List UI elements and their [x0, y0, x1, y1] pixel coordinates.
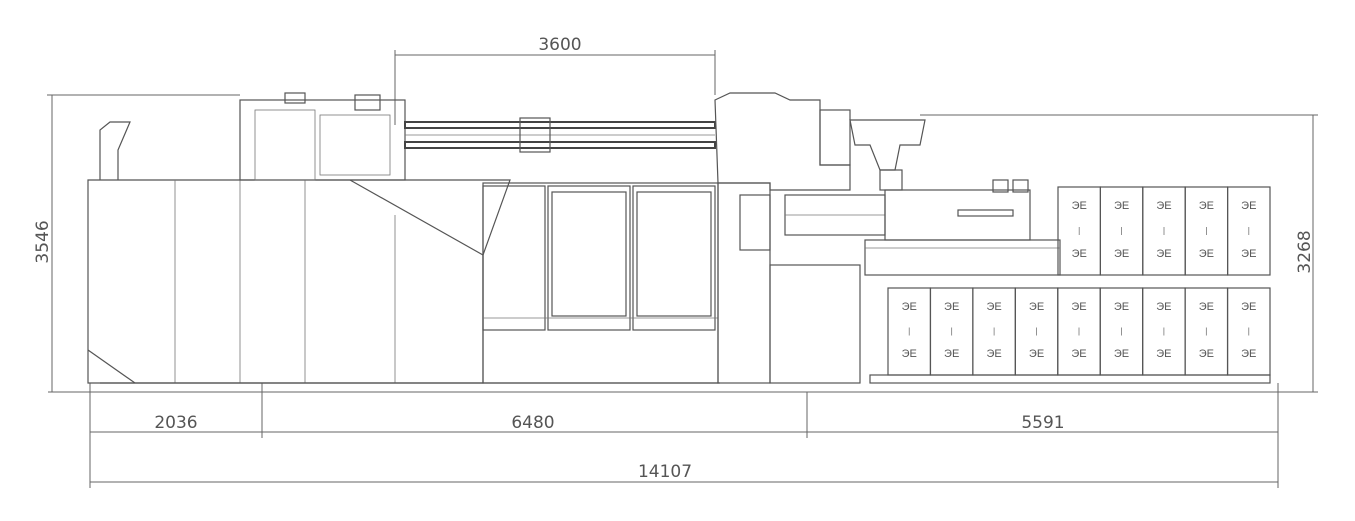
cabinet-symbol: ЭЕ: [1071, 348, 1086, 360]
cabinet-symbol: ЭЕ: [1199, 348, 1214, 360]
cabinet-symbol: ЭЕ: [902, 348, 917, 360]
dim-label-5591: 5591: [1021, 413, 1064, 433]
platen-section: [714, 92, 886, 384]
cabinet-door: ЭЕ ЭЕ: [1014, 287, 1059, 376]
cabinet-door: ЭЕ ЭЕ: [1226, 186, 1271, 276]
cabinet-door: ЭЕ ЭЕ: [1142, 287, 1186, 376]
dim-label-3600: 3600: [538, 35, 581, 55]
machine-base: [869, 374, 1271, 384]
dim-overall-length: 14107: [90, 462, 1278, 483]
cabinet-symbol: ЭЕ: [1156, 301, 1171, 313]
dim-cabinet-height: 3268: [920, 114, 1318, 392]
cabinet-symbol: ЭЕ: [1241, 301, 1256, 313]
cabinet-symbol: ЭЕ: [1114, 200, 1129, 212]
cabinet-symbol: ЭЕ: [1241, 348, 1256, 360]
cabinet-symbol: ЭЕ: [1114, 348, 1129, 360]
cabinet-symbol: ЭЕ: [1071, 301, 1086, 313]
safety-doors: [482, 182, 719, 384]
cabinet-door: ЭЕ ЭЕ: [1184, 186, 1229, 276]
cabinet-symbol: ЭЕ: [1072, 248, 1087, 260]
cabinet-symbol: ЭЕ: [1029, 301, 1044, 313]
dimension-lines: 3600 3546 3268 2036 6480 5591 14107: [33, 35, 1318, 488]
clamp-unit: [239, 92, 716, 181]
cabinet-door: ЭЕ ЭЕ: [887, 287, 932, 376]
cabinet-door: ЭЕ ЭЕ: [1057, 287, 1101, 376]
cabinet-symbol: ЭЕ: [986, 301, 1001, 313]
cabinet-door: ЭЕ ЭЕ: [1142, 186, 1186, 276]
cabinet-door: ЭЕ ЭЕ: [1226, 287, 1271, 376]
dim-clamp-stroke: 3600: [394, 35, 716, 125]
dim-label-14107: 14107: [638, 462, 692, 482]
cabinet-symbol: ЭЕ: [1029, 348, 1044, 360]
cabinet-symbol: ЭЕ: [944, 301, 959, 313]
clamp-guard-body: [87, 121, 720, 384]
cabinet-symbol: ЭЕ: [1072, 200, 1087, 212]
dim-label-2036: 2036: [154, 413, 197, 433]
cabinet-symbol: ЭЕ: [1241, 248, 1256, 260]
cabinet-symbol: ЭЕ: [1199, 200, 1214, 212]
injection-unit: [849, 119, 1061, 276]
cabinet-symbol: ЭЕ: [944, 348, 959, 360]
cabinet-symbol: ЭЕ: [1114, 248, 1129, 260]
cabinet-door: ЭЕ ЭЕ: [929, 287, 974, 376]
dim-label-3546: 3546: [33, 220, 53, 263]
cabinet-symbol: ЭЕ: [1156, 248, 1171, 260]
dim-label-3268: 3268: [1295, 230, 1315, 273]
cabinet-door: ЭЕ ЭЕ: [1099, 287, 1144, 376]
cabinet-symbol: ЭЕ: [1241, 200, 1256, 212]
cabinet-symbol: ЭЕ: [1199, 248, 1214, 260]
cabinet-symbol: ЭЕ: [1114, 301, 1129, 313]
cabinet-symbol: ЭЕ: [986, 348, 1001, 360]
cabinet-symbol: ЭЕ: [1156, 200, 1171, 212]
cabinet-symbol: ЭЕ: [902, 301, 917, 313]
dim-label-6480: 6480: [511, 413, 554, 433]
cabinet-door: ЭЕ ЭЕ: [1099, 186, 1144, 276]
electrical-cabinets: ЭЕЭЕЭЕЭЕЭЕЭЕЭЕЭЕЭЕЭЕЭЕЭЕЭЕЭЕЭЕЭЕЭЕЭЕЭЕЭЕ…: [887, 186, 1271, 376]
cabinet-symbol: ЭЕ: [1156, 348, 1171, 360]
cabinet-door: ЭЕ ЭЕ: [972, 287, 1016, 376]
cabinet-door: ЭЕ ЭЕ: [1184, 287, 1229, 376]
cabinet-symbol: ЭЕ: [1199, 301, 1214, 313]
cabinet-door: ЭЕ ЭЕ: [1057, 186, 1102, 276]
dim-sections: 2036 6480 5591: [89, 383, 1279, 488]
dim-overall-height: 3546: [33, 94, 240, 392]
